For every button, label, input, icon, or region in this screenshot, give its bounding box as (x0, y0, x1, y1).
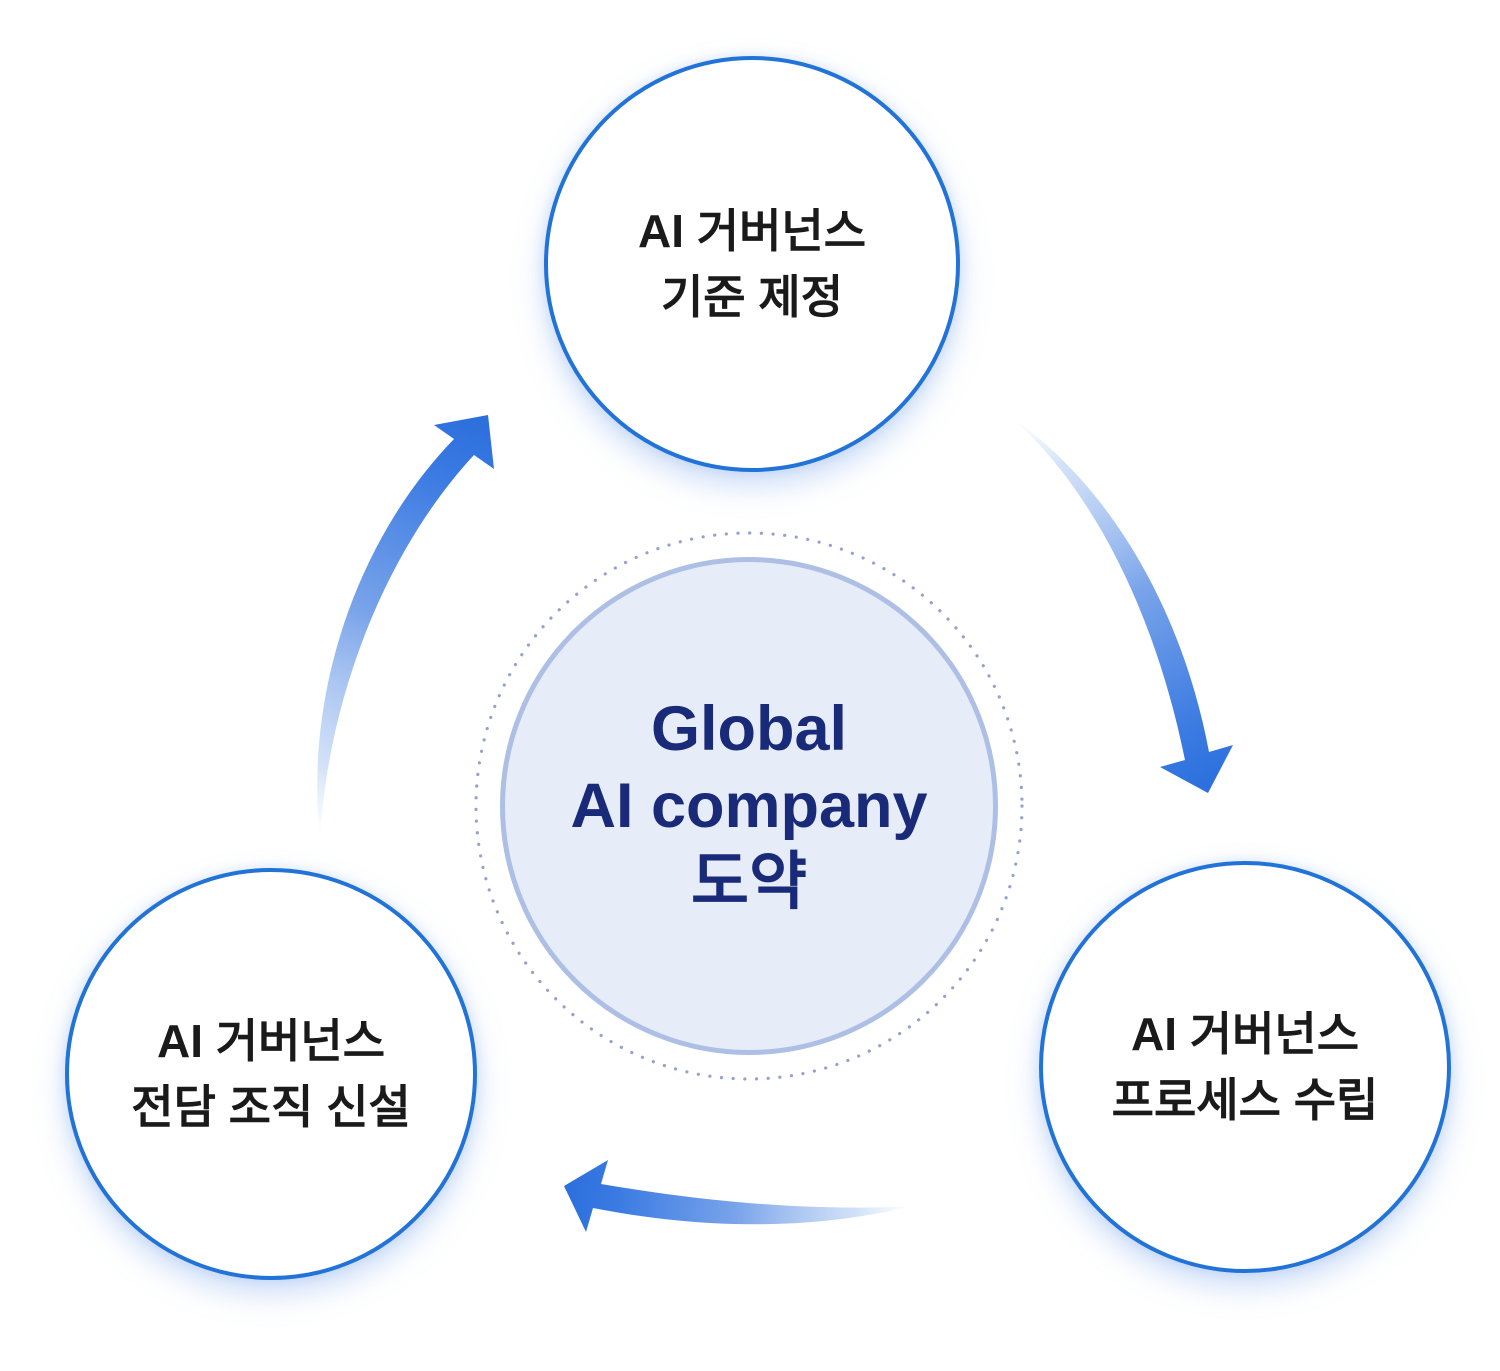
node-right-line-2: 프로세스 수립 (1111, 1074, 1379, 1126)
center-node-line-1: Global (650, 693, 847, 764)
node-governance-standards: AI 거버넌스 기준 제정 (544, 56, 960, 472)
node-top-line-2: 기준 제정 (660, 271, 844, 323)
dotted-ring (474, 531, 1024, 1081)
node-top-line-1: AI 거버넌스 (637, 204, 867, 257)
arrow-right-to-left-icon (564, 1160, 912, 1232)
node-governance-process: AI 거버넌스 프로세스 수립 (1039, 861, 1451, 1273)
arrow-top-to-right-icon (1012, 418, 1233, 793)
center-node: Global AI company 도약 (500, 557, 998, 1055)
center-node-line-2: AI company (570, 770, 928, 841)
node-right-line-1: AI 거버넌스 (1130, 1007, 1360, 1060)
node-left-line-2: 전담 조직 신설 (131, 1081, 411, 1133)
arrow-left-to-top-icon (317, 415, 494, 838)
node-governance-org: AI 거버넌스 전담 조직 신설 (65, 868, 477, 1280)
center-node-line-3: 도약 (691, 847, 807, 918)
node-left-line-1: AI 거버넌스 (156, 1014, 386, 1067)
